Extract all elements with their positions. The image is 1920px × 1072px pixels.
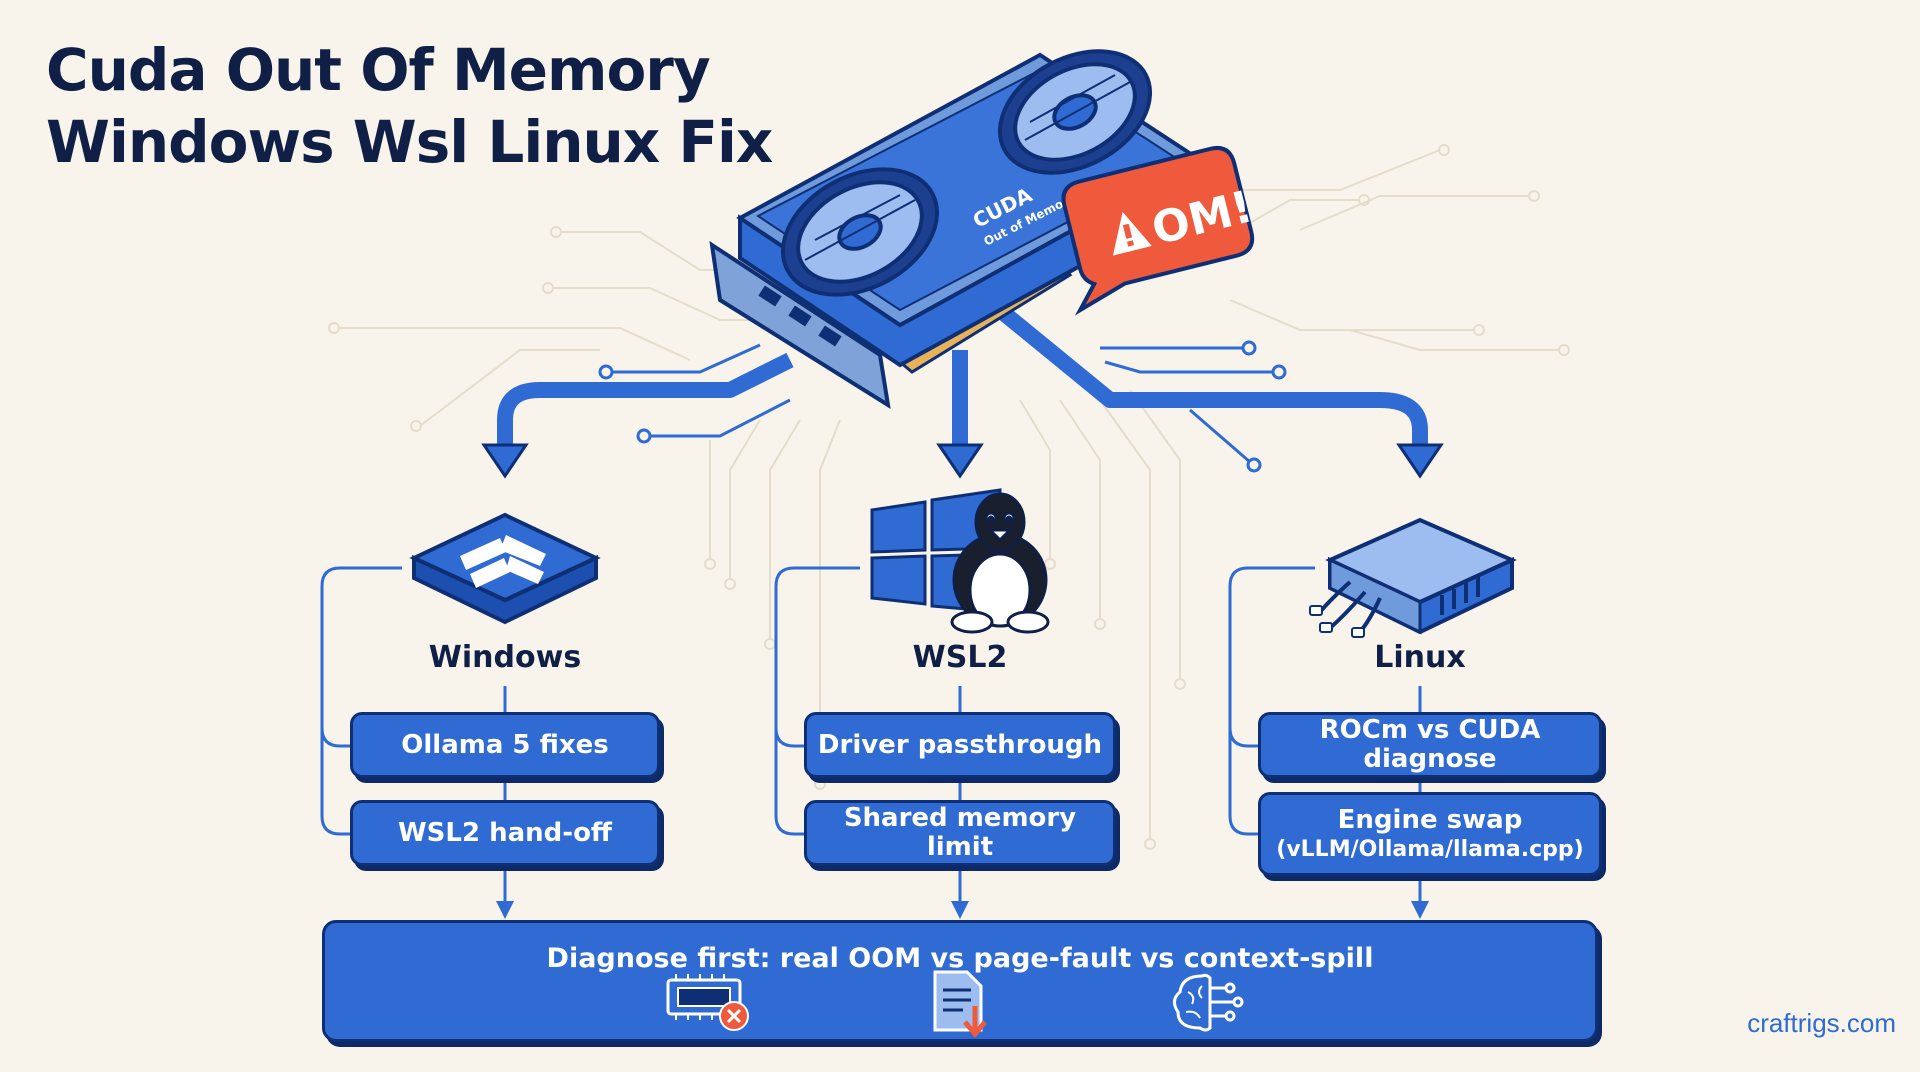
shared-memory-text: Shared memory limit [843, 803, 1077, 862]
ollama-fixes-box: Ollama 5 fixes [350, 712, 660, 778]
windows-penguin-icon [870, 488, 1050, 634]
fan-left [780, 167, 940, 297]
driver-passthrough-text: Driver passthrough [817, 729, 1103, 760]
ollama-fixes-text: Ollama 5 fixes [401, 729, 609, 760]
blue-traces [610, 343, 1275, 464]
engine-swap-text: Engine swap [1337, 804, 1523, 835]
linux-label: Linux [1374, 640, 1466, 675]
wsl2-handoff-box: WSL2 hand-off [350, 800, 660, 866]
oom-alert-bubble: OM! [1061, 146, 1258, 316]
page-title: Cuda Out Of Memory Windows Wsl Linux Fix [46, 34, 773, 178]
engine-swap-box: Engine swap (vLLM/Ollama/llama.cpp) [1258, 792, 1602, 876]
penguin-icon [950, 492, 1050, 634]
wsl2-handoff-text: WSL2 hand-off [397, 817, 612, 848]
windows-label: Windows [428, 640, 582, 675]
warning-icon [1112, 211, 1152, 256]
shared-memory-box: Shared memory limit [804, 800, 1116, 866]
column-connectors [320, 566, 1429, 919]
diagnose-text: Diagnose first: real OOM vs page-fault v… [546, 943, 1374, 974]
site-credit: craftrigs.com [1747, 1008, 1896, 1038]
server-icon [1309, 517, 1517, 638]
rocm-cuda-box: ROCm vs CUDA diagnose [1258, 712, 1602, 778]
flow-arrows [481, 303, 1444, 479]
title-line-2: Windows Wsl Linux Fix [46, 108, 773, 176]
title-line-1: Cuda Out Of Memory [46, 36, 711, 104]
rocm-cuda-text: ROCm vs CUDA diagnose [1319, 715, 1541, 774]
wsl2-label: WSL2 [912, 640, 1008, 675]
engine-swap-subtext: (vLLM/Ollama/llama.cpp) [1276, 837, 1584, 863]
windows-logo-icon [409, 512, 601, 625]
gpu-illustration: CUDA Out of Memory [709, 49, 1204, 410]
driver-passthrough-box: Driver passthrough [804, 712, 1116, 778]
diagnose-box: Diagnose first: real OOM vs page-fault v… [322, 920, 1598, 1042]
